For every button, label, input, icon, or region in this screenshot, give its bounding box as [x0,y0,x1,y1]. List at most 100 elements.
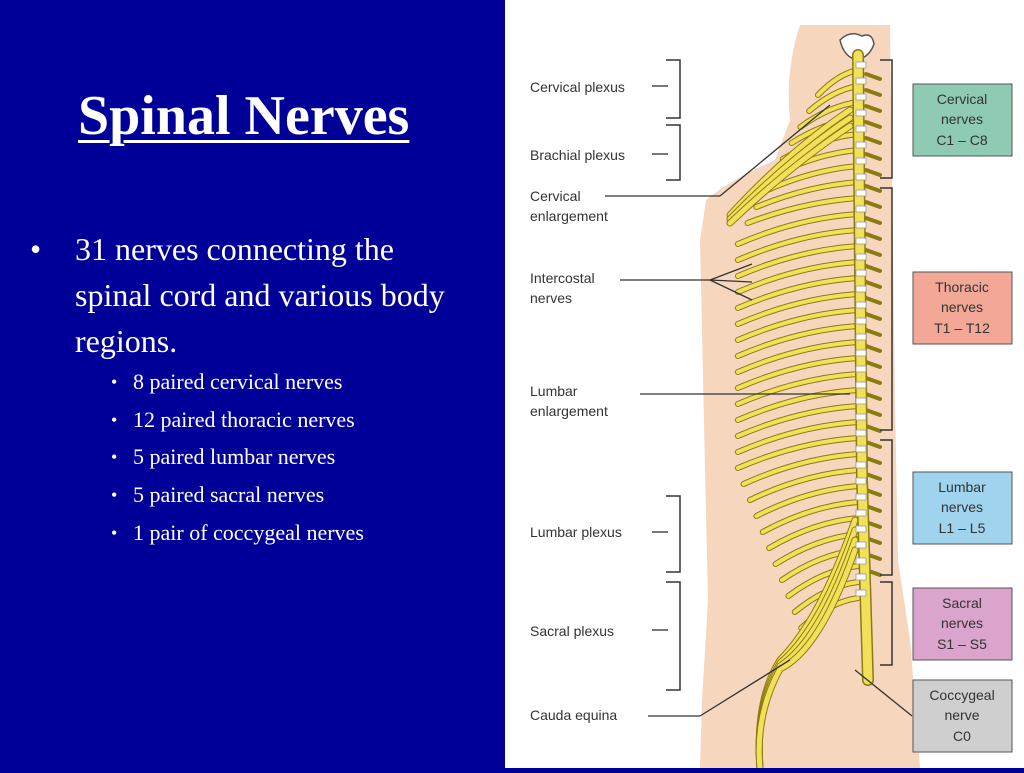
nerve-branches [726,67,882,772]
nerve-stub [864,472,882,481]
nerve-branch [754,180,860,209]
group-label-range: T1 – T12 [934,320,990,336]
vertebra-mark [855,397,867,405]
nerve-stub [864,184,882,193]
vertebra-mark [855,557,867,565]
group-box-coccygeal: Coccygeal nerve C0 [912,679,1013,753]
label-cervical-plexus: Cervical plexus [530,79,625,95]
nerve-stub [864,296,882,305]
main-bullet-text: 31 nerves connecting the spinal cord and… [75,231,445,359]
spinal-nerves-diagram: Cervical plexus Brachial plexus Cervical… [530,25,1013,772]
nerve-stub [864,344,882,353]
label-cervical-enlargement-line1: Cervical [530,188,581,204]
nerve-branch [736,420,860,454]
vertebra-mark [855,173,867,181]
vertebra-mark [855,77,867,85]
nerve-branch [736,372,860,406]
group-label-line1: Coccygeal [929,687,994,703]
main-bullet: • 31 nerves connecting the spinal cord a… [30,226,470,364]
sub-bullet: •12 paired thoracic nerves [111,404,364,442]
group-label-range: C0 [953,728,971,744]
label-cauda-equina: Cauda equina [530,707,617,723]
sub-bullet-text: 5 paired sacral nerves [133,482,325,508]
vertebra-mark [855,285,867,293]
bullet-dot: • [111,372,118,392]
vertebra-mark [855,541,867,549]
vertebra-mark [855,61,867,69]
group-label-line1: Cervical [937,91,988,107]
nerve-branch [736,436,860,470]
vertebra-mark [855,109,867,117]
left-bracket [666,495,681,573]
group-box-bg [912,271,1013,345]
nerve-stub [864,488,882,497]
nerve-stub [864,440,882,449]
group-label-range: C1 – C8 [936,132,988,148]
nerve-stub [864,456,882,465]
vertebra-mark [855,349,867,357]
sub-bullet-text: 1 pair of coccygeal nerves [133,519,364,545]
vertebra-mark [855,301,867,309]
nerve-stub [864,376,882,385]
left-bracket [666,124,681,181]
nerve-stub [864,72,882,81]
cauda-nerve [756,547,858,771]
label-intercostal-line2: nerves [530,290,572,306]
nerve-branch [736,308,860,342]
leader-line [854,669,913,717]
sub-bullet: •8 paired cervical nerves [111,366,364,404]
right-bracket [880,439,893,576]
vertebra-mark [855,429,867,437]
sub-bullet-list: •8 paired cervical nerves •12 paired tho… [111,366,364,554]
nerve-branch [736,244,860,278]
group-box-cervical: Cervical nerves C1 – C8 [912,83,1013,157]
nerve-branch [745,196,860,225]
label-lumbar-plexus: Lumbar plexus [530,524,622,540]
nerve-branch [736,292,860,326]
nerve-branch [736,260,860,294]
group-box-bg [912,679,1013,753]
leader-line [699,659,791,717]
right-bracket [880,581,893,666]
group-label-line1: Lumbar [938,479,986,495]
nerve-stub [864,152,882,161]
label-brachial-plexus: Brachial plexus [530,147,625,163]
region-brackets [666,59,893,691]
sub-bullet-text: 5 paired lumbar nerves [133,444,336,470]
nerve-branch [736,228,860,262]
bullet-dot: • [111,409,118,430]
group-box-bg [912,471,1013,545]
group-box-sacral: Sacral nerves S1 – S5 [912,587,1013,661]
bullet-dot: • [111,522,118,543]
bullet-dot: • [30,231,42,267]
nerve-stub [864,280,882,289]
sub-bullet: • 5 paired lumbar nerves [111,441,364,479]
group-box-bg [912,587,1013,661]
left-bracket [666,581,681,691]
spinal-cord [852,49,874,686]
sub-bullet: • 1 pair of coccygeal nerves [111,517,364,555]
vertebra-mark [855,253,867,261]
group-label-line2: nerves [941,111,983,127]
label-lumbar-enlargement-line1: Lumbar [530,383,578,399]
vertebra-mark [855,509,867,517]
label-sacral-plexus: Sacral plexus [530,623,614,639]
nerve-branch [736,212,860,246]
nerve-branch [736,324,860,358]
nerve-stub [864,136,882,145]
vertebra-mark [855,317,867,325]
label-lumbar-enlargement-line2: enlargement [530,403,608,419]
right-bracket [880,187,893,431]
vertebra-mark [855,461,867,469]
vertebra-mark [855,221,867,229]
bullet-dot: • [111,447,118,468]
group-label-range: S1 – S5 [937,636,987,652]
vertebra-mark [855,573,867,581]
label-leader-lines [605,85,913,717]
nerve-stub [864,360,882,369]
nerve-stub [864,424,882,433]
nerve-stub [864,216,882,225]
vertebra-mark [855,237,867,245]
nerve-stub [864,232,882,241]
group-label-line2: nerve [944,707,979,723]
